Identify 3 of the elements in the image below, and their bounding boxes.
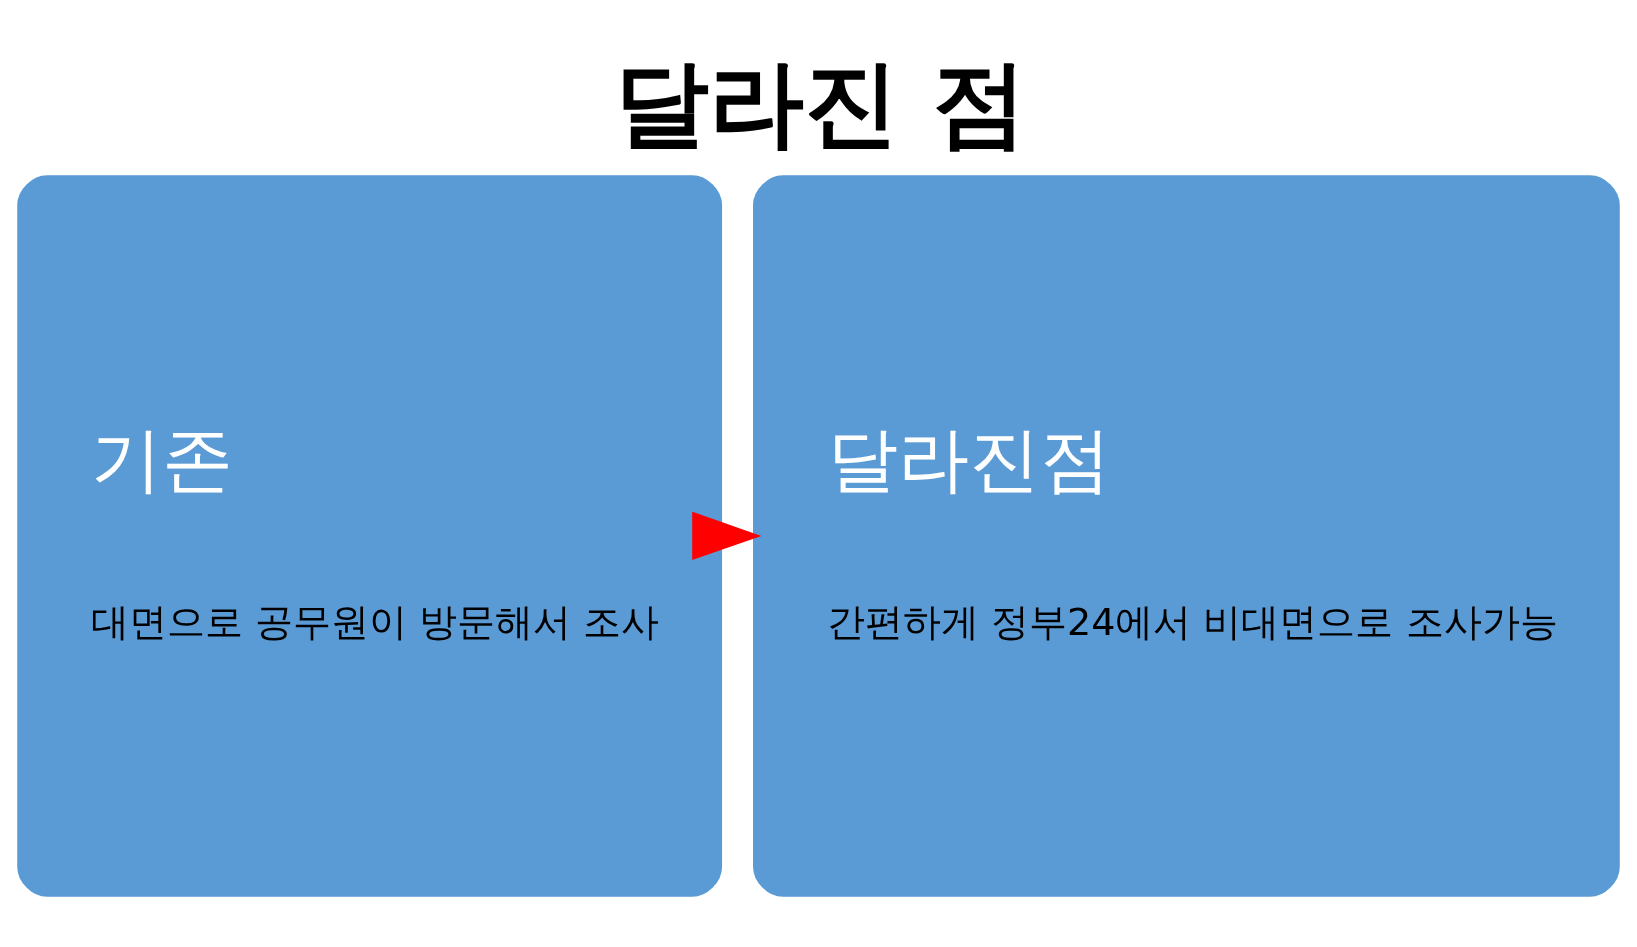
diagram-title: 달라진 점 bbox=[613, 47, 1027, 158]
node-box: 달라진점 간편하게 정부24에서 비대면으로 조사가능 bbox=[753, 174, 1620, 897]
arrow bbox=[692, 511, 762, 560]
